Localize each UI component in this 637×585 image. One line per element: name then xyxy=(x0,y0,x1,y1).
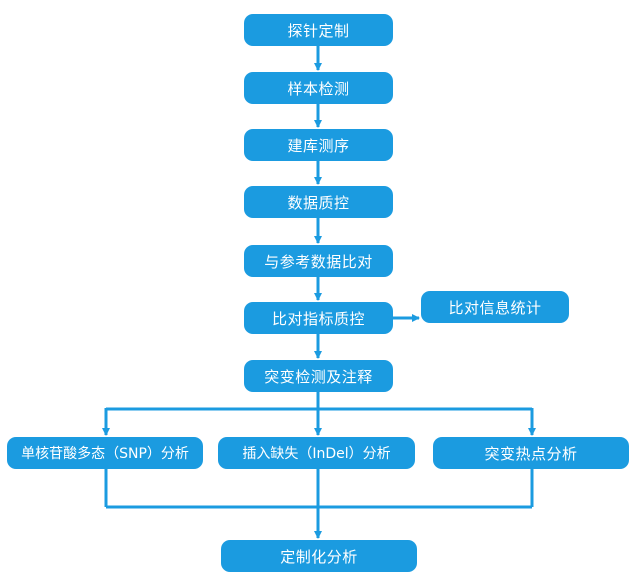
node-sample-detection: 样本检测 xyxy=(244,72,393,104)
node-indel-analysis: 插入缺失（InDel）分析 xyxy=(218,437,415,469)
node-reference-alignment: 与参考数据比对 xyxy=(244,245,393,277)
node-hotspot-analysis: 突变热点分析 xyxy=(433,437,629,469)
node-snp-analysis: 单核苷酸多态（SNP）分析 xyxy=(7,437,203,469)
node-data-qc: 数据质控 xyxy=(244,186,393,218)
node-alignment-stats: 比对信息统计 xyxy=(421,291,569,323)
node-alignment-qc: 比对指标质控 xyxy=(244,302,393,334)
node-library-sequencing: 建库测序 xyxy=(244,129,393,161)
node-custom-analysis: 定制化分析 xyxy=(221,540,417,572)
node-variant-detection: 突变检测及注释 xyxy=(244,360,393,392)
node-probe-design: 探针定制 xyxy=(244,14,393,46)
